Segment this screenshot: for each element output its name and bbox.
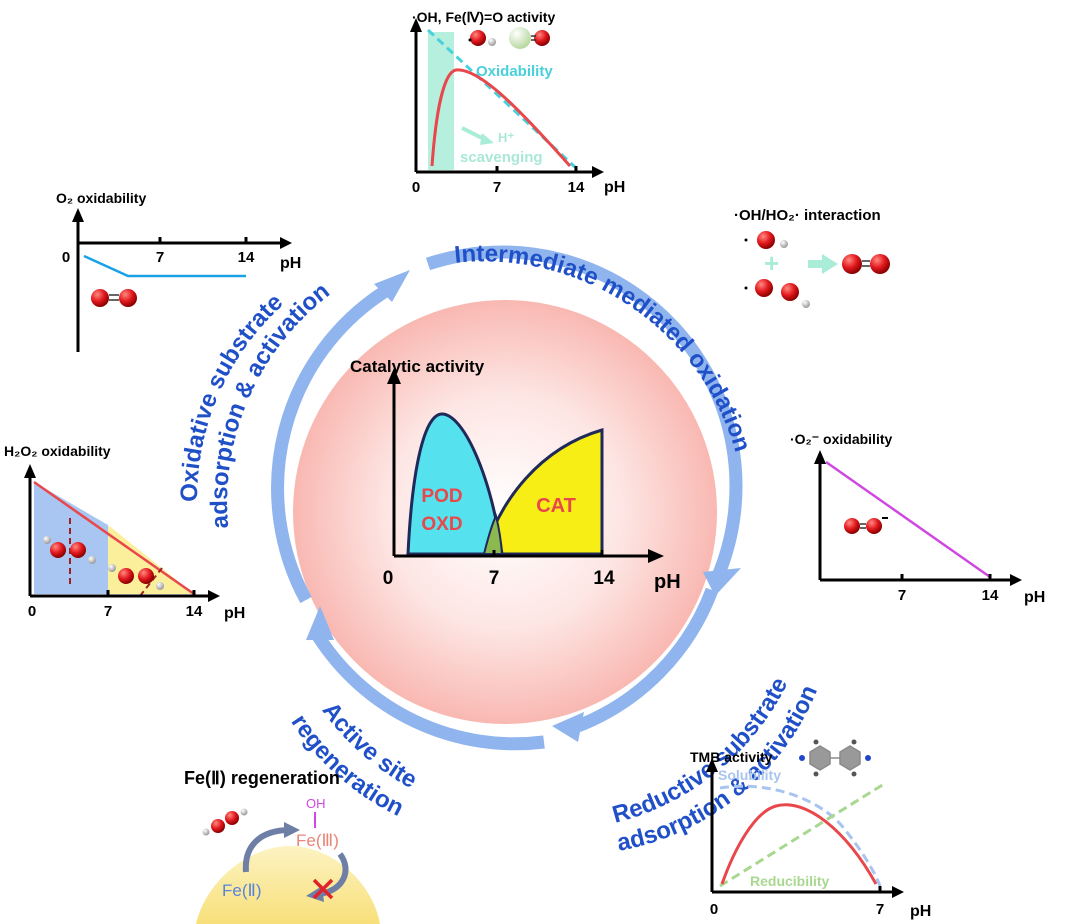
oh-ho2-panel-title: ·OH/HO₂· interaction [734, 207, 881, 224]
cycle-arrow-top [425, 245, 743, 579]
interaction-ho2-oxygen-1 [755, 279, 773, 297]
oxd-label: OXD [421, 514, 462, 535]
superoxide-oxidability-panel: ·O₂⁻ oxidability 7 14 pH [790, 431, 1045, 606]
oh-tick-7: 7 [493, 179, 501, 196]
center-y-arrow [387, 368, 401, 384]
center-chart-title: Catalytic activity [350, 357, 485, 376]
oh-hydrogen-atom [488, 38, 496, 46]
h2o2-oxidability-line [33, 480, 195, 596]
h2o2-oxidability-panel: H₂O₂ oxidability 0 7 14 pH [4, 443, 245, 622]
h2o2-acid-oxygen-1 [50, 542, 66, 558]
center-tick-label-7: 7 [489, 568, 500, 589]
oh-xlabel: pH [604, 179, 625, 196]
oh-ho2-interaction-panel: ·OH/HO₂· interaction + [734, 207, 890, 308]
fe-atom [509, 27, 531, 49]
interaction-arrow-head [822, 254, 838, 274]
oh-radical-dot [468, 38, 472, 42]
tmb-activity-curve [720, 803, 878, 885]
interaction-oh-oxygen [757, 231, 775, 249]
superoxide-oxidability-line [825, 460, 991, 579]
oh-panel-title: ·OH, Fe(Ⅳ)=O activity [412, 9, 555, 25]
tmb-reducibility-line [719, 782, 885, 888]
cycle-arrowhead-top [374, 270, 410, 302]
center-chart: Catalytic activity POD OXD CAT 0 7 14 pH [350, 357, 681, 593]
fe-h2o2-oxygen-1 [211, 819, 225, 833]
cycle-arrow-left [271, 286, 388, 604]
center-xlabel: pH [654, 571, 681, 593]
center-tick-label-14: 14 [593, 568, 615, 589]
fe-h2o2-oxygen-2 [225, 811, 239, 825]
oh-oxygen-atom [470, 30, 486, 46]
superoxide-tick-7: 7 [898, 587, 906, 604]
fe-regeneration-panel: Fe(Ⅱ) regeneration OH Fe(Ⅲ) Fe(Ⅱ) [184, 768, 380, 924]
superoxide-atom-1 [844, 518, 860, 534]
interaction-arrow-shaft [808, 260, 824, 268]
fe-oxidation-arrow [242, 827, 291, 873]
fe3-label: Fe(Ⅲ) [296, 831, 339, 850]
oh-tick-0: 0 [412, 179, 420, 196]
o2-atom-2 [119, 289, 137, 307]
cat-label: CAT [536, 495, 576, 517]
cycle-arrowhead-right [703, 568, 741, 596]
center-x-arrow [648, 549, 664, 563]
o2-tick-0: 0 [62, 249, 70, 266]
o2-tick-7: 7 [156, 249, 164, 266]
oh-h-arrowhead [480, 133, 494, 145]
o2-panel-title: O₂ oxidability [56, 190, 146, 206]
fe-catalyst-surface [196, 846, 380, 924]
interaction-ho2-oxygen-2 [781, 283, 799, 301]
h2o2-base-oxygen-1 [118, 568, 134, 584]
h2o2-tick-0: 0 [28, 603, 36, 620]
o2-xlabel: pH [280, 255, 301, 272]
oh-oxidability-label: Oxidability [476, 63, 553, 80]
h2o2-base-cleavage [139, 567, 163, 597]
tmb-activity-panel: TMB activity Solubility Reducibility 0 7… [690, 739, 931, 920]
superoxide-atom-2 [866, 518, 882, 534]
h2o2-base-oxygen-2 [138, 568, 154, 584]
fe2-label: Fe(Ⅱ) [222, 881, 262, 900]
cycle-arrows [271, 245, 743, 751]
tmb-solubility-label: Solubility [718, 767, 781, 783]
tmb-molecule-icon [799, 739, 871, 777]
tmb-panel-title: TMB activity [690, 749, 773, 765]
pod-oxd-area [406, 412, 504, 556]
cycle-arrow-lowerleft [312, 632, 545, 751]
oh-oxidability-line [426, 28, 578, 170]
superoxide-xlabel: pH [1024, 589, 1045, 606]
oh-activity-panel: ·OH, Fe(Ⅳ)=O activity Oxidability H⁺ sca… [410, 9, 625, 196]
cycle-arrow-lowerright [575, 587, 719, 733]
superoxide-panel-title: ·O₂⁻ oxidability [790, 431, 893, 447]
o2-tick-14: 14 [238, 249, 255, 266]
o2-oxidability-panel: O₂ oxidability 0 7 14 pH [56, 190, 301, 352]
oh-activity-curve [430, 68, 572, 167]
oh-tick-14: 14 [568, 179, 585, 196]
tmb-xlabel: pH [910, 903, 931, 920]
center-tick-label-0: 0 [383, 568, 394, 589]
fe-oxo-oxygen-atom [534, 30, 550, 46]
h2o2-acid-oxygen-2 [70, 542, 86, 558]
tmb-tick-7: 7 [876, 901, 884, 918]
tmb-tick-0: 0 [710, 901, 718, 918]
interaction-plus-sign: + [764, 248, 779, 278]
o2-atom-1 [91, 289, 109, 307]
superoxide-tick-14: 14 [982, 587, 999, 604]
cycle-arrowhead-left [306, 606, 334, 640]
o2-oxidability-line [83, 254, 246, 278]
h2o2-tick-14: 14 [186, 603, 203, 620]
oh-scavenging-label: scavenging [460, 149, 543, 166]
fe-oh-label: OH [306, 796, 326, 811]
interaction-o2-atom-1 [842, 254, 862, 274]
h2o2-xlabel: pH [224, 605, 245, 622]
h2o2-panel-title: H₂O₂ oxidability [4, 443, 111, 459]
pod-label: POD [421, 486, 462, 507]
tmb-reducibility-label: Reducibility [750, 873, 830, 889]
overlap-area [482, 513, 504, 555]
tmb-solubility-curve [719, 784, 882, 887]
oh-hplus-label: H⁺ [498, 130, 514, 145]
h2o2-tick-7: 7 [104, 603, 112, 620]
fe-panel-title: Fe(Ⅱ) regeneration [184, 768, 340, 788]
interaction-o2-atom-2 [870, 254, 890, 274]
cycle-arrowhead-bottom [552, 712, 584, 742]
